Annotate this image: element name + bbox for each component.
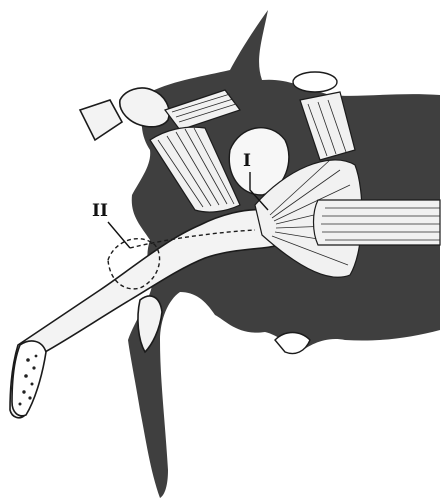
costal-facet-notch	[275, 333, 310, 354]
transverse-process-tip	[80, 100, 122, 140]
label-joint-1: I	[243, 151, 251, 171]
label-2-leader	[108, 222, 130, 248]
articular-facet-oval	[293, 72, 337, 92]
label-joint-2: II	[92, 201, 108, 221]
rib-cross-section	[12, 341, 46, 416]
intervertebral-disc	[314, 200, 441, 245]
